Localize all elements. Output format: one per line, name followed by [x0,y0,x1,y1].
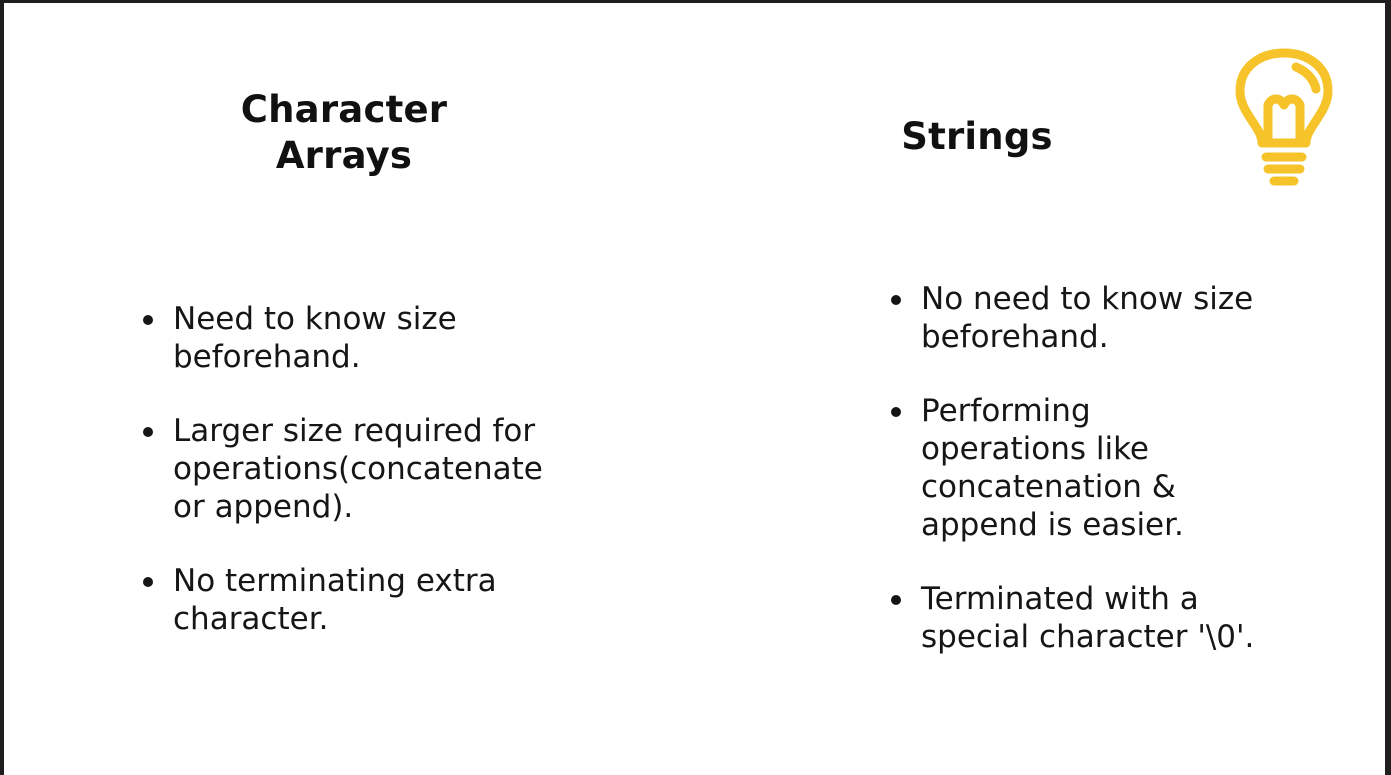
list-item: Performing operations like concatenation… [885,392,1315,544]
strings-list: No need to know size beforehand. Perform… [885,280,1315,692]
list-item: No need to know size beforehand. [885,280,1315,356]
list-item: Terminated with a special character '\0'… [885,580,1315,656]
lightbulb-icon [1235,48,1333,186]
list-item: Larger size required for operations(conc… [137,412,567,526]
list-item: Need to know size beforehand. [137,300,567,376]
slide: Character Arrays Strings Need to know si… [4,3,1385,775]
character-arrays-list: Need to know size beforehand. Larger siz… [137,300,567,674]
strings-heading: Strings [901,115,1053,158]
list-item: No terminating extra character. [137,562,567,638]
character-arrays-heading: Character Arrays [240,88,448,177]
